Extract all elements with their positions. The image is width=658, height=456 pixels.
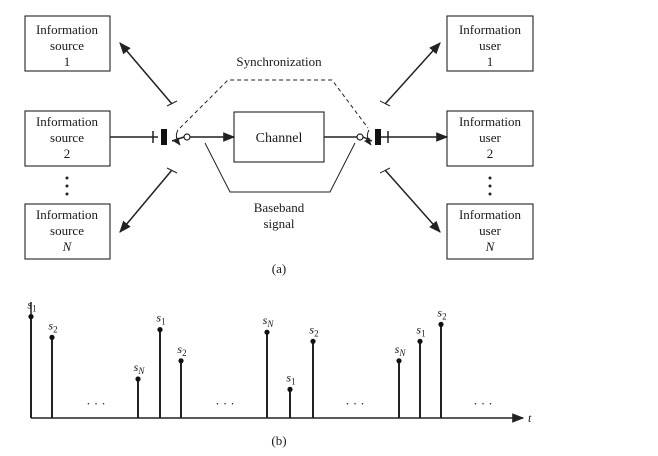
- pulse-dot: [310, 338, 316, 344]
- time-axis-label: t: [528, 411, 532, 425]
- caption-b: (b): [271, 433, 286, 448]
- pulse-dot: [264, 329, 270, 335]
- pulse-3: sN: [134, 360, 146, 418]
- pulse-label: s2: [177, 342, 186, 358]
- pulse-label: s1: [416, 322, 425, 338]
- synchronization-link: Synchronization: [179, 54, 369, 129]
- source-2-line1: Information: [36, 114, 99, 129]
- pulse-dot: [28, 314, 34, 320]
- pulse-label: sN: [395, 342, 407, 358]
- user-2-line2: user: [479, 130, 501, 145]
- pulse-10: s1: [416, 322, 426, 418]
- pulse-label: s2: [48, 318, 57, 334]
- channel-label: Channel: [256, 131, 303, 146]
- user-1-line1: Information: [459, 22, 522, 37]
- user-n-line1: Information: [459, 207, 522, 222]
- pulse-dot: [49, 334, 55, 340]
- pulse-label: s1: [156, 311, 165, 327]
- caption-a: (a): [272, 261, 286, 276]
- source-n-line3: N: [62, 239, 73, 254]
- left-vertical-dots: [65, 176, 69, 196]
- baseband-line1: Baseband: [254, 200, 305, 215]
- source-n-line2: source: [50, 223, 84, 238]
- pulse-label: sN: [134, 360, 146, 376]
- baseband-bracket: Baseband signal: [204, 142, 356, 231]
- pulse-label: s2: [309, 322, 318, 338]
- pulse-9: sN: [395, 342, 407, 418]
- pulse-dot: [396, 358, 402, 364]
- user-n-line2: user: [479, 223, 501, 238]
- left-commutator: [110, 42, 236, 233]
- user-n-line3: N: [485, 239, 496, 254]
- user-1-line2: user: [479, 38, 501, 53]
- pulse-8: s2: [309, 322, 319, 418]
- pulse-label: s1: [286, 370, 295, 386]
- pulse-2: s2: [48, 318, 58, 418]
- pulse-label: sN: [263, 313, 275, 329]
- source-1-line1: Information: [36, 22, 99, 37]
- pulse-dot: [417, 338, 423, 344]
- right-vertical-dots: [488, 176, 492, 196]
- ellipsis-4: · · ·: [473, 396, 493, 411]
- user-2-line3: 2: [487, 146, 494, 161]
- pulse-dot: [438, 321, 444, 327]
- source-box-2: Information source 2: [24, 110, 111, 167]
- user-1-line3: 1: [487, 54, 494, 69]
- source-box-n: Information source N: [24, 203, 111, 260]
- baseband-line2: signal: [263, 216, 294, 231]
- source-2-line3: 2: [64, 146, 71, 161]
- user-2-line1: Information: [459, 114, 522, 129]
- ellipsis-1: · · ·: [86, 396, 106, 411]
- user-box-1: Information user 1: [446, 15, 534, 72]
- pulses-group: s1 s2 sN s1 s2 sN s1 s2 sN s1 s2: [27, 298, 447, 418]
- pulse-7: s1: [286, 370, 296, 418]
- pulse-5: s2: [177, 342, 187, 418]
- source-box-1: Information source 1: [24, 15, 111, 72]
- pulse-1: s1: [27, 298, 37, 418]
- pulse-dot: [178, 358, 184, 364]
- pulse-11: s2: [437, 305, 447, 418]
- user-box-n: Information user N: [446, 203, 534, 260]
- pulse-label: s2: [437, 305, 446, 321]
- source-2-line2: source: [50, 130, 84, 145]
- pulse-dot: [287, 386, 293, 392]
- channel-box: Channel: [233, 111, 325, 163]
- pulse-train: t s1 s2 sN s1 s2 sN s1 s2 sN s1 s2 · · · · · · · ·…: [27, 298, 532, 425]
- right-commutator: [324, 42, 449, 233]
- ellipsis-2: · · ·: [215, 396, 235, 411]
- source-n-line1: Information: [36, 207, 99, 222]
- pulse-dot: [157, 327, 163, 333]
- source-1-line3: 1: [64, 54, 71, 69]
- ellipsis-3: · · ·: [345, 396, 365, 411]
- pulse-4: s1: [156, 311, 166, 418]
- user-box-2: Information user 2: [446, 110, 534, 167]
- pulse-label: s1: [27, 298, 36, 314]
- pulse-6: sN: [263, 313, 275, 418]
- source-1-line2: source: [50, 38, 84, 53]
- sync-label: Synchronization: [236, 54, 322, 69]
- pulse-dot: [135, 376, 141, 382]
